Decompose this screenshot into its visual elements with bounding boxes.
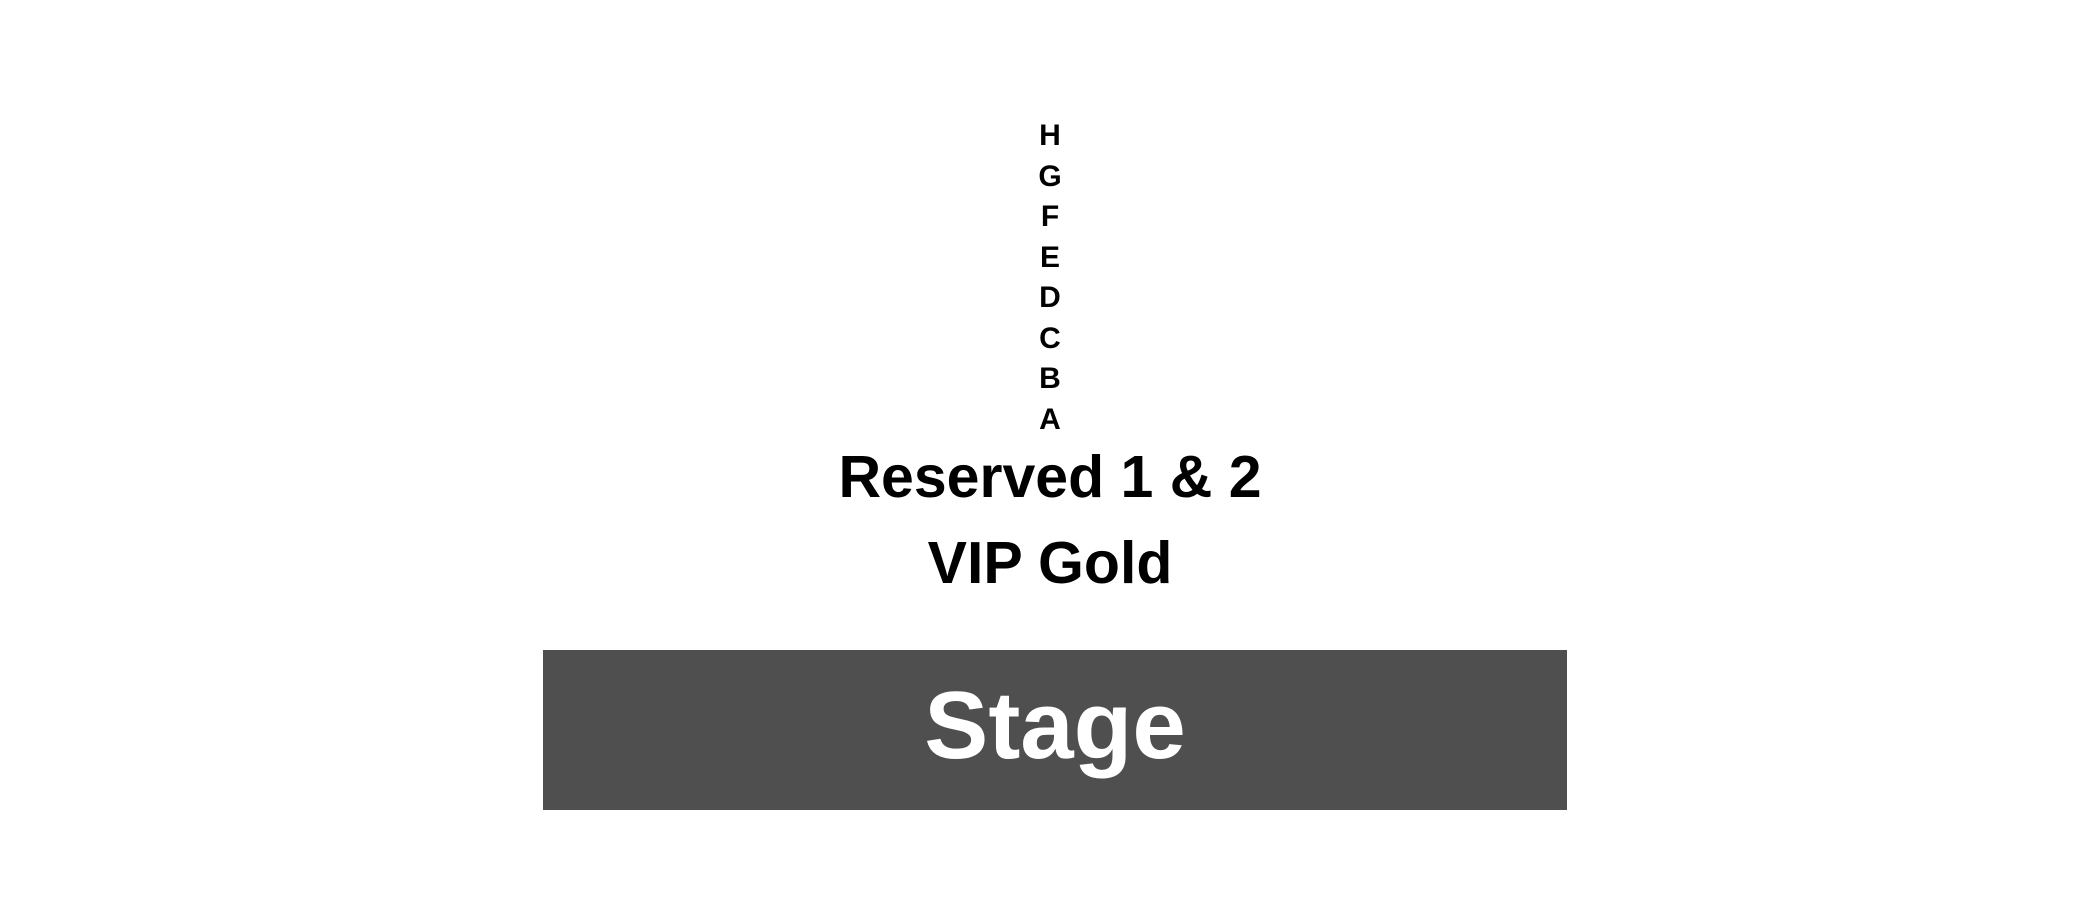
- stage: Stage: [543, 650, 1567, 810]
- stage-label: Stage: [924, 672, 1186, 779]
- row-label-f: F: [1040, 200, 1060, 233]
- row-label-g: G: [1038, 159, 1062, 193]
- row-labels: H G F E D C B A: [1030, 116, 1070, 440]
- row-label-a: A: [1039, 402, 1061, 436]
- row-label-d: D: [1039, 281, 1061, 314]
- row-label-h: H: [1039, 119, 1061, 152]
- row-label-e: E: [1039, 240, 1060, 274]
- vip-gold-section-label: VIP Gold: [927, 530, 1173, 596]
- reserved-section-label: Reserved 1 & 2: [838, 444, 1262, 510]
- row-label-b: B: [1039, 362, 1061, 395]
- row-label-c: C: [1039, 321, 1061, 355]
